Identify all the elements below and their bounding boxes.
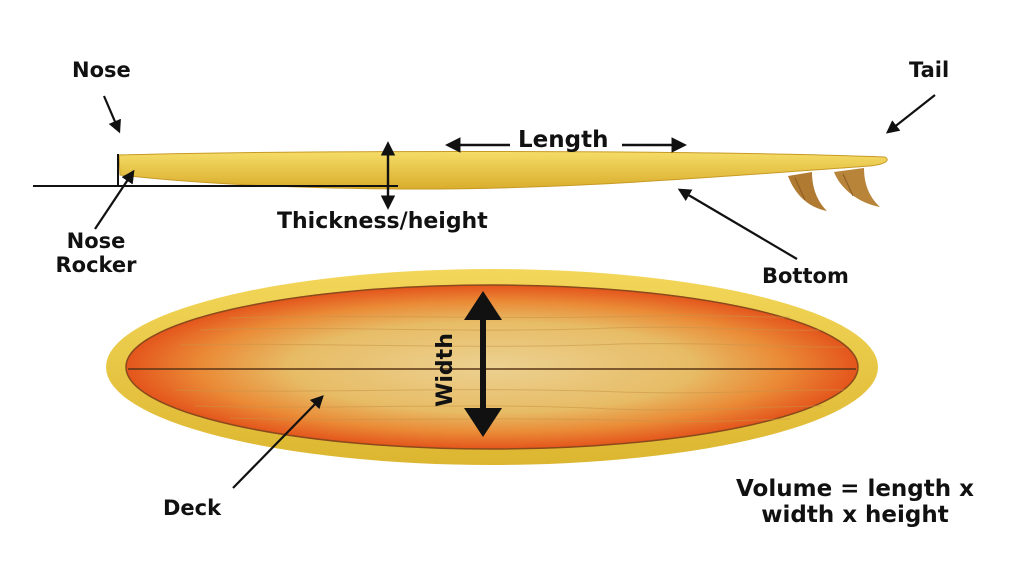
label-nose-rocker-line2: Rocker — [55, 253, 137, 278]
label-volume-formula: Volume = length x width x height — [690, 476, 1020, 529]
fin-right — [834, 168, 880, 207]
arrow-width — [464, 291, 502, 437]
arrow-deck — [232, 395, 324, 489]
arrow-tail — [885, 94, 936, 134]
arrow-icon — [94, 94, 936, 489]
side-board-body — [118, 150, 888, 190]
label-deck: Deck — [163, 496, 222, 520]
label-thickness: Thickness/height — [277, 209, 488, 234]
label-bottom: Bottom — [762, 264, 849, 288]
wood-grain — [174, 314, 846, 423]
label-volume-line2: width x height — [761, 502, 949, 529]
label-nose: Nose — [72, 58, 131, 82]
fin-icon — [788, 168, 880, 211]
arrow-nose-rocker — [94, 169, 135, 230]
label-nose-rocker-line1: Nose — [66, 229, 126, 253]
board-deck — [125, 284, 859, 450]
side-profile-board — [33, 150, 888, 211]
fin-left — [788, 172, 827, 211]
label-width: Width — [433, 333, 458, 407]
label-length: Length — [518, 127, 609, 153]
label-tail: Tail — [909, 58, 950, 82]
label-volume-line1: Volume = length x — [736, 476, 974, 502]
label-nose-rocker: Nose Rocker — [40, 229, 152, 277]
top-view-board — [106, 269, 878, 465]
arrow-bottom — [677, 188, 798, 260]
arrow-nose — [102, 95, 121, 134]
